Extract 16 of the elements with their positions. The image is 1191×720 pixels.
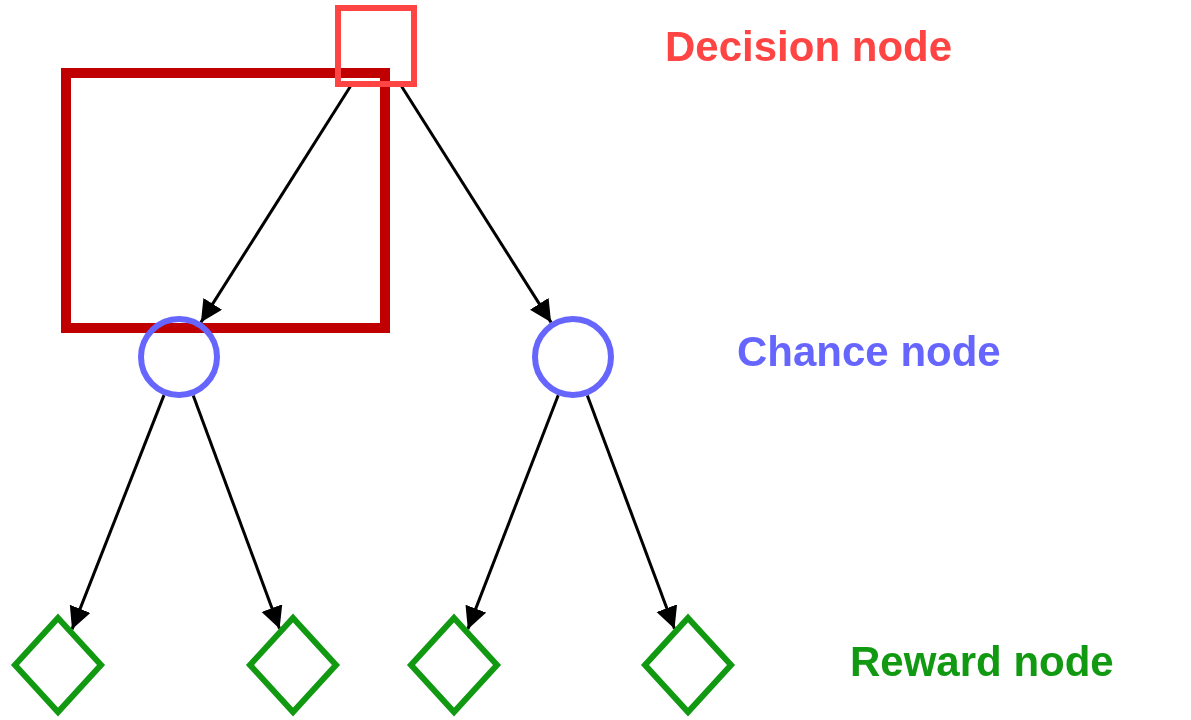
chance-circle	[529, 313, 617, 401]
arrow	[199, 85, 352, 324]
arrow	[191, 394, 283, 630]
decision-square	[332, 2, 420, 90]
reward-diamond	[639, 612, 737, 718]
arrow	[69, 394, 166, 630]
arrow	[400, 85, 553, 324]
node-type-label: Decision node	[665, 23, 953, 71]
node-type-label: Chance node	[737, 328, 1001, 376]
arrow	[465, 394, 560, 630]
node-type-label: Reward node	[850, 638, 1114, 686]
reward-diamond	[405, 612, 503, 718]
reward-diamond	[9, 612, 107, 718]
arrow	[585, 394, 678, 630]
chance-circle	[135, 313, 223, 401]
reward-diamond	[244, 612, 342, 718]
